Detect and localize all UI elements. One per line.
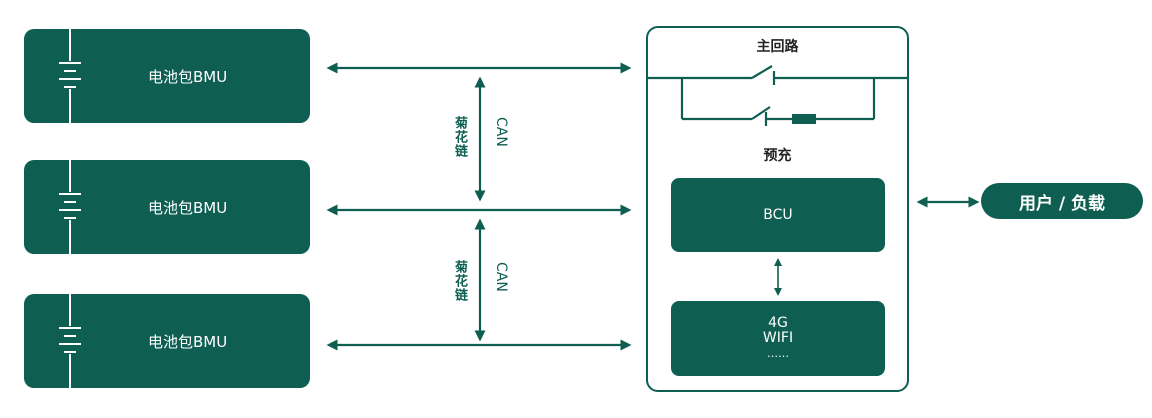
main-circuit xyxy=(646,65,909,126)
main-circuit-label: 主回路 xyxy=(756,39,799,55)
controller-panel xyxy=(646,26,909,392)
protocol-label-1: CAN xyxy=(493,117,509,147)
chain-label-1: 菊花链 xyxy=(452,116,467,158)
bmu-label: 电池包BMU xyxy=(148,67,228,86)
bmu-label: 电池包BMU xyxy=(148,332,228,351)
bmu-block-3: 电池包BMU xyxy=(24,294,310,388)
battery-icon xyxy=(59,160,81,254)
bmu-block-1: 电池包BMU xyxy=(24,29,310,123)
battery-icon xyxy=(59,294,81,388)
user-load-pill: 用户 / 负载 xyxy=(981,183,1143,219)
protocol-label-2: CAN xyxy=(493,262,509,292)
bcu-label: BCU xyxy=(763,206,793,223)
comm-line-4g: 4G xyxy=(768,315,788,331)
bcu-block: BCU xyxy=(671,178,885,252)
comm-block: 4G WIFI …… xyxy=(671,301,885,376)
comm-line-more: …… xyxy=(767,347,789,360)
chain-label-2: 菊花链 xyxy=(452,260,467,302)
bmu-block-2: 电池包BMU xyxy=(24,160,310,254)
precharge-label: 预充 xyxy=(763,148,792,164)
comm-line-wifi: WIFI xyxy=(762,330,794,346)
precharge-resistor xyxy=(792,114,816,124)
bmu-label: 电池包BMU xyxy=(148,198,228,217)
battery-icon xyxy=(59,29,81,123)
